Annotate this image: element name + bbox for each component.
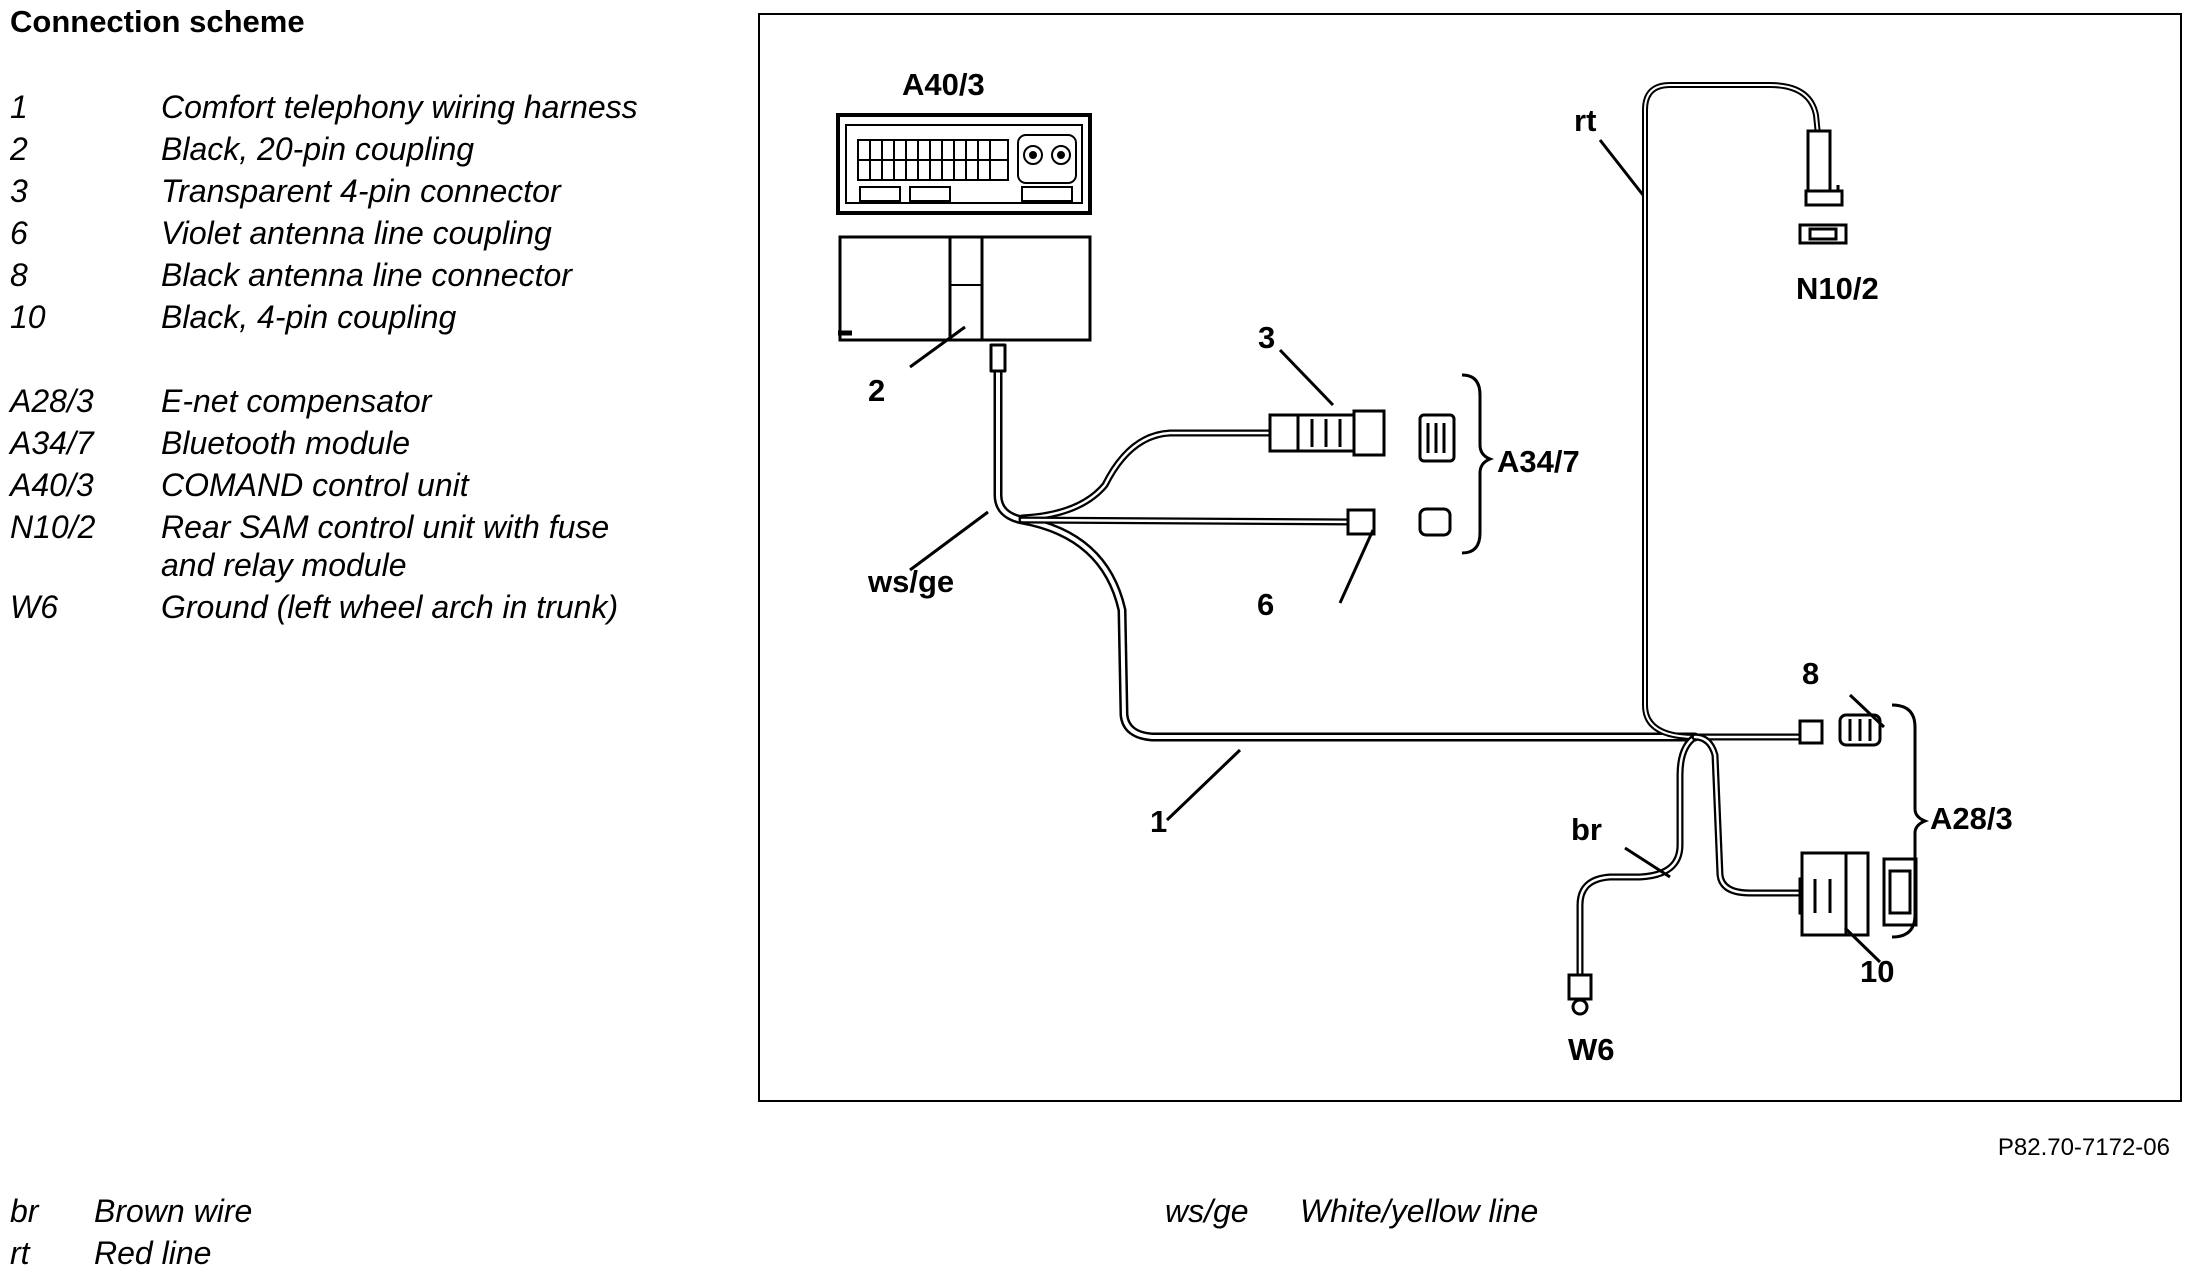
label-ws-ge: ws/ge xyxy=(867,564,954,599)
label-8: 8 xyxy=(1802,656,1819,691)
legend-code: A34/7 xyxy=(10,425,94,461)
legend-desc: Black, 20-pin coupling xyxy=(161,131,475,167)
wire-desc: Brown wire xyxy=(94,1193,253,1229)
label-3: 3 xyxy=(1258,320,1275,355)
legend-desc: Transparent 4-pin connector xyxy=(161,173,561,209)
diagram-labels: A40/3 rt N10/2 2 3 A34/7 ws/ge 6 8 A28/3… xyxy=(867,67,2013,1067)
label-10: 10 xyxy=(1860,954,1894,989)
label-a28-3: A28/3 xyxy=(1930,801,2013,836)
legend-code: W6 xyxy=(10,589,58,625)
wiring-diagram: A40/3 rt N10/2 2 3 A34/7 ws/ge 6 8 A28/3… xyxy=(758,13,2182,1102)
wire-code: br xyxy=(10,1193,39,1229)
wiring-diagram-svg: A40/3 rt N10/2 2 3 A34/7 ws/ge 6 8 A28/3… xyxy=(836,67,2013,1067)
legend-code: 2 xyxy=(10,131,28,167)
legend-desc: Rear SAM control unit with fuse xyxy=(161,509,610,545)
legend-desc: and relay module xyxy=(161,547,407,583)
comand-unit-drawing xyxy=(836,113,1092,342)
legend-desc: Ground (left wheel arch in trunk) xyxy=(161,589,619,625)
legend-desc: COMAND control unit xyxy=(161,467,469,503)
legend-code: A28/3 xyxy=(10,383,94,419)
wire-desc: Red line xyxy=(94,1235,212,1271)
legend-code: 1 xyxy=(10,89,28,125)
brackets xyxy=(1461,373,1930,939)
page-title: Connection scheme xyxy=(10,4,305,39)
legend-code: 10 xyxy=(10,299,46,335)
label-a34-7: A34/7 xyxy=(1497,444,1580,479)
legend-desc: Black antenna line connector xyxy=(161,257,572,293)
legend-desc: Comfort telephony wiring harness xyxy=(161,89,638,125)
label-n10-2: N10/2 xyxy=(1796,271,1879,306)
legend-desc: Bluetooth module xyxy=(161,425,411,461)
legend-code: 3 xyxy=(10,173,28,209)
label-6: 6 xyxy=(1257,587,1274,622)
label-rt: rt xyxy=(1574,103,1596,138)
wire-desc: White/yellow line xyxy=(1300,1193,1539,1229)
connectors xyxy=(1268,129,1918,1016)
label-w6: W6 xyxy=(1568,1032,1615,1067)
legend-code: 6 xyxy=(10,215,28,251)
wiring-harness xyxy=(989,82,1821,979)
legend-code: 8 xyxy=(10,257,28,293)
label-2: 2 xyxy=(868,373,885,408)
legend-code: N10/2 xyxy=(10,509,96,545)
wire-code: ws/ge xyxy=(1165,1193,1249,1229)
legend-desc: Black, 4-pin coupling xyxy=(161,299,457,335)
legend-desc: Violet antenna line coupling xyxy=(161,215,552,251)
figure-reference: P82.70-7172-06 xyxy=(1997,1134,2170,1161)
label-1: 1 xyxy=(1150,804,1167,839)
label-br: br xyxy=(1571,812,1602,847)
wire-code: rt xyxy=(10,1235,30,1271)
leader-lines xyxy=(909,139,1886,964)
legend-code: A40/3 xyxy=(10,467,94,503)
legend-desc: E-net compensator xyxy=(161,383,432,419)
label-a40-3: A40/3 xyxy=(902,67,985,102)
